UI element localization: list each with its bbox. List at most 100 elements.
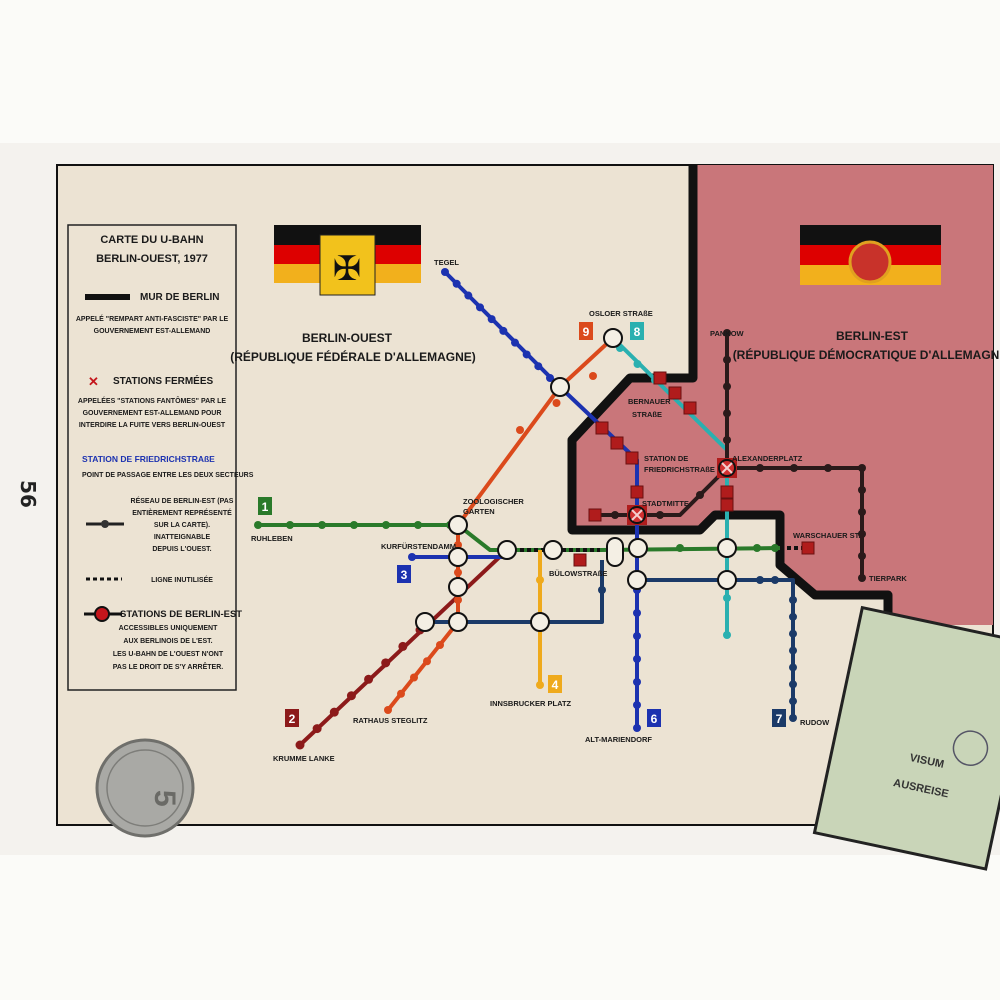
station-dot bbox=[790, 464, 798, 472]
station-dot bbox=[454, 568, 462, 577]
stamp-icon bbox=[952, 730, 989, 766]
station-dot bbox=[423, 657, 431, 666]
station-dot bbox=[536, 681, 544, 689]
station-dot bbox=[633, 678, 641, 686]
interchange-station bbox=[627, 570, 647, 590]
station-dot bbox=[611, 511, 619, 519]
station-label: STADTMITTE bbox=[642, 499, 689, 508]
station-dot bbox=[536, 576, 544, 584]
line-number: 3 bbox=[401, 568, 408, 582]
station-dot bbox=[454, 541, 462, 549]
station-dot bbox=[756, 464, 764, 472]
station-dot bbox=[633, 655, 641, 663]
wall-swatch bbox=[85, 294, 130, 300]
legend-text: POINT DE PASSAGE ENTRE LES DEUX SECTEURS bbox=[82, 472, 254, 479]
station-label: KRUMME LANKE bbox=[273, 754, 335, 763]
station-dot bbox=[589, 372, 597, 380]
station-dot bbox=[789, 612, 797, 621]
station-dot bbox=[598, 586, 606, 594]
station-label: OSLOER STRAßE bbox=[589, 309, 653, 318]
closed-station-icon bbox=[588, 508, 602, 522]
interchange-station bbox=[448, 515, 468, 535]
station-dot bbox=[789, 663, 797, 672]
station-dot bbox=[534, 362, 543, 371]
station-dot bbox=[723, 409, 731, 418]
line-badge-8: 8 bbox=[630, 322, 644, 340]
station-dot bbox=[452, 279, 461, 288]
station-dot bbox=[398, 641, 408, 651]
station-dot bbox=[436, 641, 444, 649]
closed-station-icon bbox=[595, 421, 609, 435]
station-dot bbox=[384, 706, 392, 714]
station-dot bbox=[511, 338, 519, 347]
east-line-stadtmitte bbox=[595, 466, 729, 517]
line-badge-9: 9 bbox=[579, 322, 593, 340]
line-number: 8 bbox=[634, 325, 641, 339]
line-number: 9 bbox=[583, 325, 590, 339]
passport: VISUM AUSREISE bbox=[812, 605, 1000, 871]
station-dot bbox=[295, 740, 305, 750]
legend-text: SUR LA CARTE). bbox=[154, 522, 210, 529]
station-dot bbox=[329, 707, 339, 717]
legend-text: APPELÉES "STATIONS FANTÔMES" PAR LE bbox=[78, 396, 227, 405]
interchange-station bbox=[606, 537, 624, 567]
closed-x-icon: ✕ bbox=[88, 374, 99, 389]
legend-east-station-label: STATIONS DE BERLIN-EST bbox=[120, 609, 242, 620]
station-dot bbox=[464, 291, 473, 300]
station-label: STRAßE bbox=[632, 410, 662, 419]
legend-text: AUX BERLINOIS DE L'EST. bbox=[123, 638, 212, 645]
closed-station-icon bbox=[683, 401, 697, 415]
legend-text: PAS LE DROIT DE S'Y ARRÊTER. bbox=[113, 662, 223, 671]
interchange-station bbox=[603, 328, 623, 348]
station-dot bbox=[723, 382, 731, 391]
station-dot bbox=[286, 521, 294, 529]
east-title: BERLIN-EST bbox=[836, 329, 909, 343]
station-dot bbox=[858, 464, 866, 472]
station-dot bbox=[789, 697, 797, 706]
line-badge-2: 2 bbox=[285, 709, 299, 727]
station-dot bbox=[723, 631, 731, 639]
station-label: PANKOW bbox=[710, 329, 745, 338]
closed-station-icon bbox=[573, 553, 587, 567]
station-dot bbox=[312, 724, 322, 734]
station-dot bbox=[397, 689, 405, 698]
line-badge-4: 4 bbox=[548, 675, 562, 693]
east-german-flag bbox=[800, 225, 941, 285]
station-dot bbox=[676, 544, 684, 552]
station-dot bbox=[414, 521, 422, 529]
station-dot bbox=[633, 701, 641, 709]
interchange-station bbox=[550, 377, 570, 397]
interchange-station bbox=[448, 612, 468, 632]
station-dot bbox=[454, 596, 462, 604]
station-dot bbox=[381, 658, 391, 668]
interchange-station bbox=[530, 612, 550, 632]
legend-text: LIGNE INUTILISÉE bbox=[151, 575, 213, 584]
line-1-east bbox=[599, 546, 781, 552]
line-badge-3: 3 bbox=[397, 565, 411, 583]
station-label: STATION DE bbox=[644, 454, 688, 463]
station-dot bbox=[522, 350, 531, 359]
station-dot bbox=[364, 674, 374, 684]
line-7-west bbox=[425, 560, 604, 624]
svg-text:5: 5 bbox=[148, 790, 181, 807]
closed-station-icon bbox=[801, 541, 815, 555]
station-dot bbox=[346, 691, 356, 701]
station-dot bbox=[789, 680, 797, 689]
line-badges: 1 2 3 4 6 7 8 9 bbox=[258, 322, 786, 727]
legend-text: GOUVERNEMENT EST-ALLEMAND bbox=[94, 328, 211, 335]
eagle-icon: ✠ bbox=[333, 250, 362, 288]
east-station-icon bbox=[94, 606, 110, 622]
interchange-station bbox=[415, 612, 435, 632]
closed-station-icon bbox=[630, 485, 644, 499]
station-label: TIERPARK bbox=[869, 574, 907, 583]
station-label: RATHAUS STEGLITZ bbox=[353, 716, 428, 725]
station-dot bbox=[696, 491, 704, 499]
closed-station-icon bbox=[720, 498, 734, 512]
legend-text: INATTEIGNABLE bbox=[154, 534, 211, 541]
station-dot bbox=[633, 360, 642, 368]
interchange-station bbox=[497, 540, 517, 560]
station-dot bbox=[723, 436, 731, 444]
station-dot bbox=[789, 596, 797, 604]
line-badge-7: 7 bbox=[772, 709, 786, 727]
